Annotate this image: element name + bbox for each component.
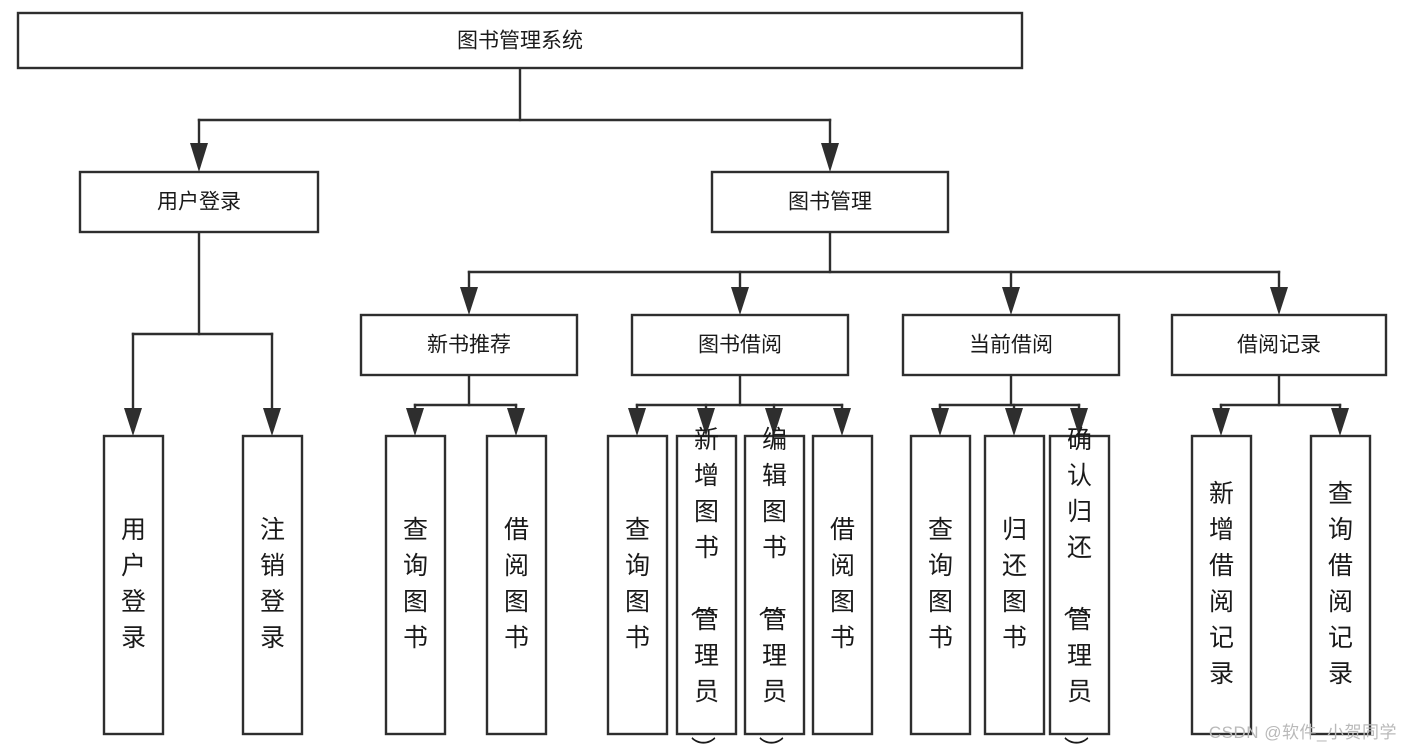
- connector-group-borrow-record: [1212, 373, 1349, 436]
- arrow-head-leaf-query-record: [1331, 408, 1349, 436]
- leaf-node[interactable]: 编辑图书（管理员）: [743, 426, 806, 747]
- leaf-node-label: 借阅图书: [504, 516, 529, 652]
- node-borrow-record-label: 借阅记录: [1237, 334, 1321, 357]
- connector-group-book-management: [460, 230, 1288, 315]
- arrow-head-leaf-borrow-book-2: [833, 408, 851, 436]
- leaf-node-box[interactable]: [1309, 434, 1372, 736]
- leaf-node-label: 查询图书: [403, 516, 428, 652]
- leaf-node-box[interactable]: [743, 434, 806, 736]
- node-root-box[interactable]: [16, 11, 1024, 70]
- connector-group-current-borrow: [931, 373, 1088, 436]
- arrow-head-leaf-add-record: [1212, 408, 1230, 436]
- leaf-node-box[interactable]: [811, 434, 874, 736]
- leaf-node-label: 归还图书: [1002, 516, 1027, 652]
- node-new-book-recommend-box[interactable]: [359, 313, 579, 377]
- node-root[interactable]: 图书管理系统: [16, 11, 1024, 70]
- connector-group-new-book-recommend: [406, 373, 525, 436]
- connector-group-user-login: [124, 230, 281, 436]
- leaf-node-box[interactable]: [384, 434, 447, 736]
- node-current-borrow[interactable]: 当前借阅: [901, 313, 1121, 377]
- leaf-node[interactable]: 借阅图书: [485, 434, 548, 736]
- node-user-login-label: 用户登录: [157, 191, 241, 214]
- leaf-node-label: 借阅图书: [830, 516, 855, 652]
- node-book-borrow-label: 图书借阅: [698, 334, 782, 357]
- leaf-node-box[interactable]: [675, 434, 738, 736]
- leaf-node-layer: 用户登录 注销登录 查询图书 借阅图书 查询图书 新增图书（管理员） 编辑图书（管理员） 借阅…: [102, 426, 1372, 747]
- leaf-node-box[interactable]: [102, 434, 165, 736]
- leaf-node-box[interactable]: [485, 434, 548, 736]
- leaf-node[interactable]: 用户登录: [102, 434, 165, 736]
- arrow-head-leaf-logout: [263, 408, 281, 436]
- arrow-head-book-management: [821, 143, 839, 172]
- leaf-node-label: 查询图书: [928, 516, 953, 652]
- arrow-head-leaf-add-book: [697, 408, 715, 436]
- arrow-head-borrow-record: [1270, 287, 1288, 315]
- leaf-node-label: 用户登录: [121, 516, 146, 652]
- node-borrow-record-box[interactable]: [1170, 313, 1388, 377]
- leaf-node-box[interactable]: [1048, 434, 1111, 736]
- arrow-head-leaf-query-book-2: [628, 408, 646, 436]
- arrow-head-leaf-query-book-3: [931, 408, 949, 436]
- node-current-borrow-box[interactable]: [901, 313, 1121, 377]
- leaf-node-label: 确认归还（管理员）: [1061, 426, 1092, 747]
- leaf-node-label: 新增借阅记录: [1209, 480, 1234, 688]
- leaf-node-label: 查询借阅记录: [1328, 480, 1353, 688]
- arrow-head-current-borrow: [1002, 287, 1020, 315]
- leaf-node[interactable]: 确认归还（管理员）: [1048, 426, 1111, 747]
- arrow-head-leaf-query-book-1: [406, 408, 424, 436]
- node-borrow-record[interactable]: 借阅记录: [1170, 313, 1388, 377]
- csdn-watermark: CSDN @软件_小贺同学: [1208, 723, 1397, 742]
- arrow-head-leaf-edit-book: [765, 408, 783, 436]
- arrow-head-leaf-return-book: [1005, 408, 1023, 436]
- leaf-node-label: 注销登录: [260, 516, 285, 652]
- leaf-node[interactable]: 注销登录: [241, 434, 304, 736]
- arrow-head-user-login: [190, 143, 208, 172]
- arrow-head-leaf-confirm-return: [1070, 408, 1088, 436]
- node-book-management[interactable]: 图书管理: [710, 170, 950, 234]
- leaf-node[interactable]: 查询借阅记录: [1309, 434, 1372, 736]
- leaf-node[interactable]: 查询图书: [606, 434, 669, 736]
- node-user-login-box[interactable]: [78, 170, 320, 234]
- leaf-node-box[interactable]: [606, 434, 669, 736]
- node-book-borrow[interactable]: 图书借阅: [630, 313, 850, 377]
- leaf-node-box[interactable]: [983, 434, 1046, 736]
- leaf-node[interactable]: 新增图书（管理员）: [675, 426, 738, 747]
- node-book-management-label: 图书管理: [788, 191, 872, 214]
- leaf-node-label: 查询图书: [625, 516, 650, 652]
- leaf-node-label: 新增图书（管理员）: [688, 426, 719, 747]
- node-book-borrow-box[interactable]: [630, 313, 850, 377]
- leaf-node-box[interactable]: [909, 434, 972, 736]
- arrow-head-book-borrow: [731, 287, 749, 315]
- node-current-borrow-label: 当前借阅: [969, 334, 1053, 357]
- leaf-node-box[interactable]: [241, 434, 304, 736]
- arrow-head-leaf-borrow-book-1: [507, 408, 525, 436]
- leaf-node-label: 编辑图书（管理员）: [756, 426, 787, 747]
- connector-group-root: [190, 66, 839, 172]
- arrow-head-new-book-recommend: [460, 287, 478, 315]
- leaf-node[interactable]: 新增借阅记录: [1190, 434, 1253, 736]
- arrow-head-leaf-user-login: [124, 408, 142, 436]
- node-book-management-box[interactable]: [710, 170, 950, 234]
- node-new-book-recommend-label: 新书推荐: [427, 334, 511, 357]
- leaf-node[interactable]: 归还图书: [983, 434, 1046, 736]
- node-user-login[interactable]: 用户登录: [78, 170, 320, 234]
- leaf-node[interactable]: 查询图书: [909, 434, 972, 736]
- leaf-node[interactable]: 查询图书: [384, 434, 447, 736]
- node-new-book-recommend[interactable]: 新书推荐: [359, 313, 579, 377]
- connector-group-book-borrow: [628, 373, 851, 436]
- leaf-node[interactable]: 借阅图书: [811, 434, 874, 736]
- leaf-node-box[interactable]: [1190, 434, 1253, 736]
- node-root-label: 图书管理系统: [457, 30, 583, 53]
